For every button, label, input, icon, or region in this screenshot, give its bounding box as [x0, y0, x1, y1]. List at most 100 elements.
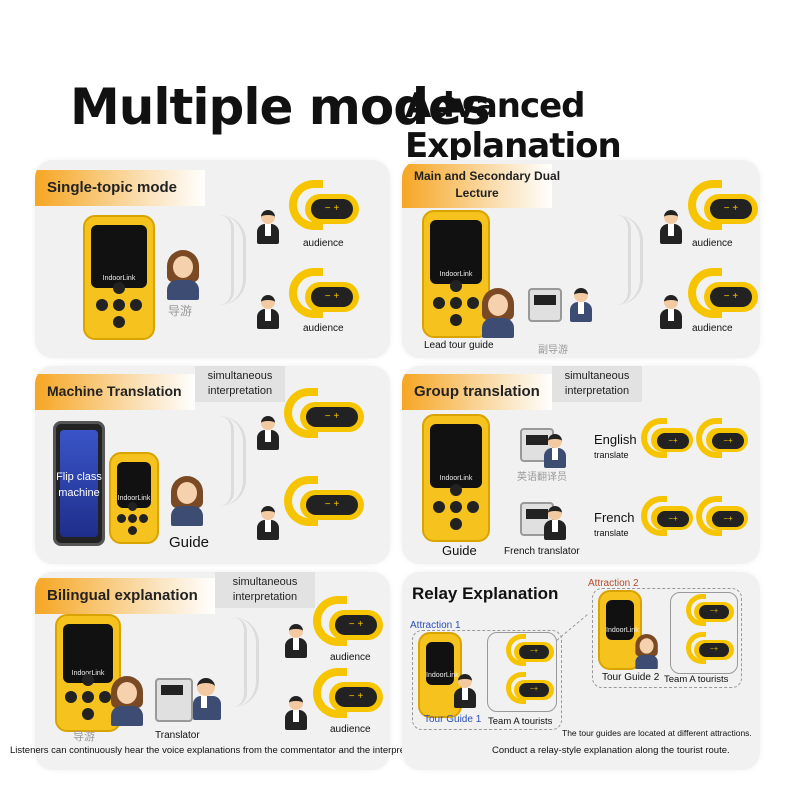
tab-dual-line2: Lecture — [455, 186, 499, 200]
tab-simultaneous: simultaneous interpretation — [552, 366, 642, 402]
tab-simultaneous: simultaneous interpretation — [215, 572, 315, 608]
tab-bilingual: Bilingual explanation — [35, 578, 215, 614]
audience-icon — [285, 696, 307, 730]
audience-icon — [660, 295, 682, 329]
audience-label-2: audience — [330, 724, 371, 735]
device-transmitter: IndoorLink — [109, 452, 159, 544]
english-translator-label: 英语翻译员 — [517, 472, 567, 483]
tab-relay: Relay Explanation — [412, 584, 559, 603]
earpiece-icon: − + — [309, 668, 383, 724]
guide-label: 导游 — [73, 731, 95, 743]
earpiece-icon: − + — [309, 596, 383, 652]
device-transmitter: IndoorLink — [422, 414, 490, 542]
audience-label-1: audience — [303, 238, 344, 249]
audience-icon — [285, 624, 307, 658]
lead-guide-label: Lead tour guide — [424, 340, 494, 351]
flip-class-machine: Flip class machine — [53, 421, 105, 546]
translator-icon — [193, 678, 221, 720]
french-translator-label: French translator — [504, 546, 580, 557]
guide-label: Guide — [442, 543, 477, 558]
guide-avatar — [165, 250, 201, 300]
earpiece-icon: −+ — [502, 672, 558, 708]
earpiece-icon: − + — [684, 180, 758, 236]
audience-icon — [257, 295, 279, 329]
device-transmitter: IndoorLink — [55, 614, 121, 732]
panel-machine-translation: Machine Translation simultaneous interpr… — [35, 366, 390, 564]
attraction-1-label: Attraction 1 — [410, 620, 461, 631]
earpiece-icon: −+ — [682, 632, 738, 668]
english-translator-icon — [544, 434, 566, 468]
attraction-2-box — [592, 588, 742, 688]
sound-waves-icon — [617, 215, 657, 305]
attraction-2-label: Attraction 2 — [588, 578, 639, 589]
guide-label: Guide — [169, 534, 210, 551]
tab-dual-line1: Main and Secondary Dual — [414, 169, 561, 183]
translator-label: Translator — [155, 730, 200, 741]
guide-avatar — [169, 476, 205, 526]
french-sub-label: translate — [594, 528, 629, 538]
english-label: English — [594, 432, 637, 447]
panel-dual-lecture: Main and Secondary Dual Lecture IndoorLi… — [402, 160, 760, 358]
audience-label-2: audience — [692, 323, 733, 334]
page-title: Multiple modes Advanced Explanation — [0, 78, 800, 166]
tab-machine-translation: Machine Translation — [35, 374, 195, 410]
tour-guide-2-icon — [634, 634, 658, 669]
team-1-box — [487, 632, 557, 712]
sound-waves-icon — [220, 215, 260, 305]
team-2-box — [670, 592, 738, 674]
earpiece-icon: − + — [280, 388, 370, 444]
sound-waves-icon — [233, 617, 273, 707]
team-2-label: Team A tourists — [664, 674, 729, 685]
tab-single-topic: Single-topic mode — [35, 170, 205, 206]
french-translator-icon — [544, 506, 566, 540]
tour-guide-2-label: Tour Guide 2 — [602, 672, 660, 683]
device-transmitter: IndoorLink — [83, 215, 155, 340]
tab-group-translation: Group translation — [402, 374, 552, 410]
guide-label: 导游 — [168, 304, 193, 318]
earpiece-icon: − + — [684, 268, 758, 324]
audience-label-1: audience — [692, 238, 733, 249]
earpiece-icon: −+ — [692, 418, 752, 462]
audience-label-2: audience — [303, 323, 344, 334]
earpiece-icon: − + — [285, 180, 359, 236]
earpiece-icon: −+ — [637, 496, 697, 540]
device-transmitter: IndoorLink — [598, 590, 642, 670]
relay-arrow-icon — [556, 614, 588, 641]
device-transmitter: IndoorLink — [422, 210, 490, 338]
audience-icon — [660, 210, 682, 244]
guide-avatar — [109, 676, 145, 726]
earpiece-icon: − + — [280, 476, 370, 532]
sound-waves-icon — [220, 416, 260, 506]
tour-guide-1-label: Tour Guide 1 — [424, 714, 482, 725]
panel-group-translation: Group translation simultaneous interpret… — [402, 366, 760, 564]
audience-icon — [257, 210, 279, 244]
tab-simultaneous: simultaneous interpretation — [195, 366, 285, 402]
earpiece-icon: −+ — [692, 496, 752, 540]
receiver-icon — [155, 678, 193, 722]
audience-icon — [257, 416, 279, 450]
earpiece-icon: −+ — [682, 594, 738, 630]
audience-icon — [257, 506, 279, 540]
tab-dual-lecture: Main and Secondary Dual Lecture — [402, 164, 561, 208]
assistant-guide-icon — [570, 288, 592, 322]
panel-single-topic: Single-topic mode IndoorLink 导游 − + audi… — [35, 160, 390, 358]
team-1-label: Team A tourists — [488, 716, 553, 727]
relay-note: The tour guides are located at different… — [562, 728, 752, 738]
panel-relay: Relay Explanation Attraction 1 IndoorLin… — [402, 572, 760, 770]
receiver-icon — [528, 288, 562, 322]
attraction-1-box — [412, 630, 562, 730]
english-sub-label: translate — [594, 450, 629, 460]
relay-caption: Conduct a relay-style explanation along … — [492, 745, 730, 756]
title-main: Multiple modes — [70, 78, 491, 136]
french-label: French — [594, 510, 635, 525]
tour-guide-1-icon — [454, 674, 476, 708]
earpiece-icon: − + — [285, 268, 359, 324]
title-sub: Advanced Explanation — [405, 86, 622, 166]
lead-guide-avatar — [480, 288, 516, 338]
earpiece-icon: −+ — [637, 418, 697, 462]
assistant-guide-label: 副导游 — [538, 345, 568, 356]
panel-bilingual: Bilingual explanation simultaneous inter… — [35, 572, 390, 770]
earpiece-icon: −+ — [502, 634, 558, 670]
audience-label-1: audience — [330, 652, 371, 663]
bilingual-caption: Listeners can continuously hear the voic… — [10, 745, 419, 756]
